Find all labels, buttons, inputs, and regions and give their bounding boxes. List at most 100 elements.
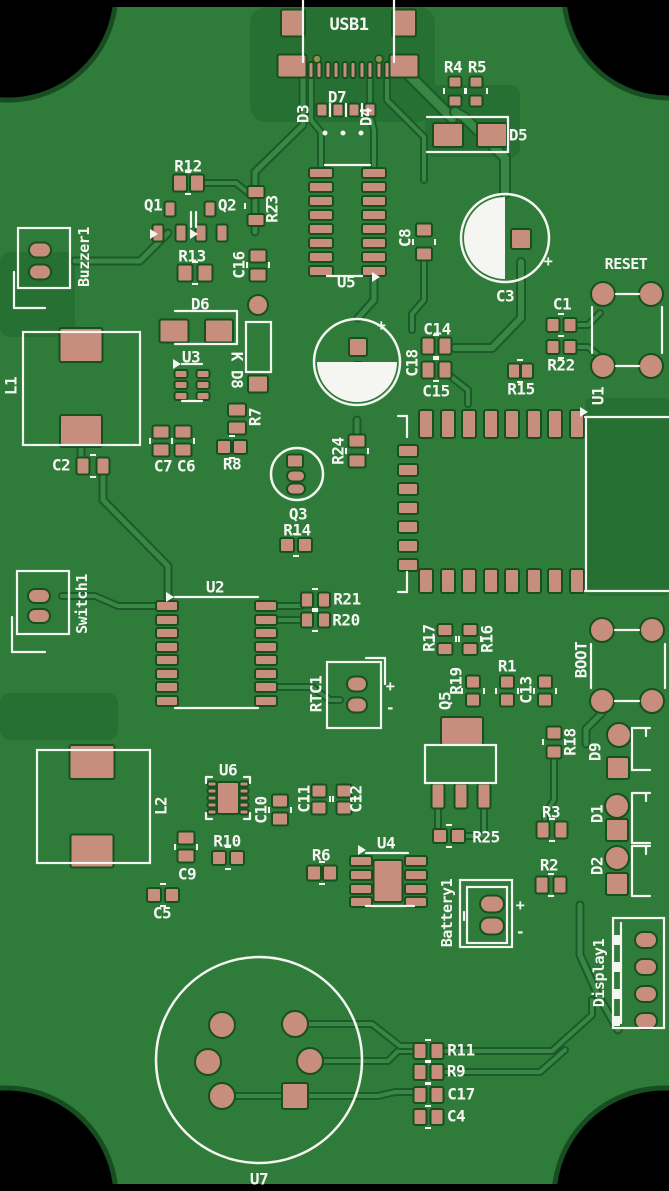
solder-pad xyxy=(195,369,211,379)
solder-pad xyxy=(332,61,340,79)
solder-pad xyxy=(254,600,278,612)
solder-pad xyxy=(569,568,585,594)
polarity-mark: - xyxy=(516,923,525,941)
solder-pad xyxy=(397,539,419,553)
solder-pad xyxy=(307,61,315,79)
silkscreen-label-C1: C1 xyxy=(553,295,571,314)
solder-pad xyxy=(547,568,563,594)
solder-pad xyxy=(504,409,520,439)
silkscreen-label-R1: R1 xyxy=(498,657,516,676)
silkscreen-layer: +++-+- xyxy=(10,0,669,1165)
solder-pad xyxy=(366,61,374,79)
polarity-half-fill xyxy=(317,362,397,402)
solder-pad xyxy=(526,568,542,594)
solder-pad-oval xyxy=(286,469,306,483)
silkscreen-label-R8: R8 xyxy=(223,455,241,474)
silkscreen-label-Display1: Display1 xyxy=(590,938,608,1007)
solder-pad xyxy=(404,855,428,867)
solder-pad-oval xyxy=(27,608,51,624)
via xyxy=(312,54,322,64)
silkscreen-label-RESET: RESET xyxy=(605,255,648,273)
solder-pad xyxy=(440,716,484,746)
solder-pad-round xyxy=(208,1011,236,1039)
silkscreen-label-D4: D4 xyxy=(357,108,376,126)
solder-pad xyxy=(173,369,189,379)
copper-trace xyxy=(577,902,621,1033)
solder-pad-oval xyxy=(28,263,52,281)
solder-pad xyxy=(254,695,278,707)
silkscreen-label-Q5: Q5 xyxy=(436,692,455,710)
solder-pad xyxy=(461,568,477,594)
solder-pad xyxy=(606,756,630,780)
solder-pad xyxy=(315,102,329,118)
solder-pad-round xyxy=(590,281,616,307)
silkscreen-outline xyxy=(15,569,71,636)
solder-pad xyxy=(483,409,499,439)
solder-pad xyxy=(397,463,419,477)
silkscreen-label-C3: C3 xyxy=(496,287,514,306)
solder-pad xyxy=(317,591,331,609)
silkscreen-label-R9: R9 xyxy=(447,1062,465,1081)
solder-pad xyxy=(429,1042,445,1060)
silkscreen-label-R12: R12 xyxy=(174,157,201,176)
solder-pad xyxy=(324,61,332,79)
solder-pad xyxy=(246,185,266,199)
solder-pad xyxy=(349,869,373,881)
silkscreen-label-R15: R15 xyxy=(507,380,534,399)
solder-pad xyxy=(308,251,334,263)
solder-pad xyxy=(504,568,520,594)
silkscreen-label-D3: D3 xyxy=(294,105,313,123)
silkscreen-outline xyxy=(35,748,152,865)
silkscreen-label-D1: D1 xyxy=(588,805,607,823)
solder-pad xyxy=(447,94,463,108)
solder-pad xyxy=(562,339,578,355)
copper-trace xyxy=(442,998,594,1053)
solder-pad xyxy=(238,808,250,816)
solder-pad xyxy=(347,453,367,469)
solder-pad xyxy=(404,896,428,908)
solder-pad xyxy=(195,380,211,390)
solder-pad xyxy=(429,1063,445,1081)
pin1-marker-icon xyxy=(358,845,366,855)
silkscreen-label-L1: L1 xyxy=(2,377,21,395)
silkscreen-label-U7: U7 xyxy=(250,1170,268,1189)
pin1-marker-icon xyxy=(150,229,158,239)
solder-pad xyxy=(308,223,334,235)
solder-pad xyxy=(440,568,456,594)
solder-pad-oval xyxy=(28,241,52,259)
solder-pad xyxy=(404,869,428,881)
solder-pad-round xyxy=(589,617,615,643)
solder-pad xyxy=(372,859,404,903)
copper-trace xyxy=(100,471,171,600)
copper-trace xyxy=(275,685,342,702)
solder-pad-oval xyxy=(346,696,368,714)
silkscreen-label-R3: R3 xyxy=(542,803,560,822)
solder-pad xyxy=(271,793,289,809)
solder-pad xyxy=(483,568,499,594)
solder-pad xyxy=(155,654,179,666)
solder-pad xyxy=(308,195,334,207)
silkscreen-label-U2: U2 xyxy=(206,578,224,597)
solder-pad xyxy=(271,811,289,827)
solder-pad xyxy=(95,456,111,476)
solder-pad xyxy=(151,424,171,440)
silkscreen-label-C2: C2 xyxy=(52,456,70,475)
solder-pad xyxy=(476,782,492,810)
solder-pad xyxy=(300,591,314,609)
solder-pad xyxy=(195,391,211,401)
solder-pad xyxy=(476,122,508,148)
solder-pad xyxy=(499,692,515,708)
solder-pad-round xyxy=(604,793,630,819)
silkscreen-label-Switch1: Switch1 xyxy=(73,574,91,634)
silkscreen-label-R13: R13 xyxy=(178,247,205,266)
solder-pad xyxy=(412,1063,428,1081)
solder-pad xyxy=(172,173,188,193)
silkscreen-label-K-D8: K D8 xyxy=(228,352,247,389)
silkscreen-label-C7: C7 xyxy=(154,457,172,476)
solder-pad-round xyxy=(281,1010,309,1038)
solder-pad xyxy=(412,1042,428,1060)
solder-pad xyxy=(363,102,377,118)
silkscreen-label-D7: D7 xyxy=(328,88,346,107)
solder-pad-oval xyxy=(634,985,658,1003)
